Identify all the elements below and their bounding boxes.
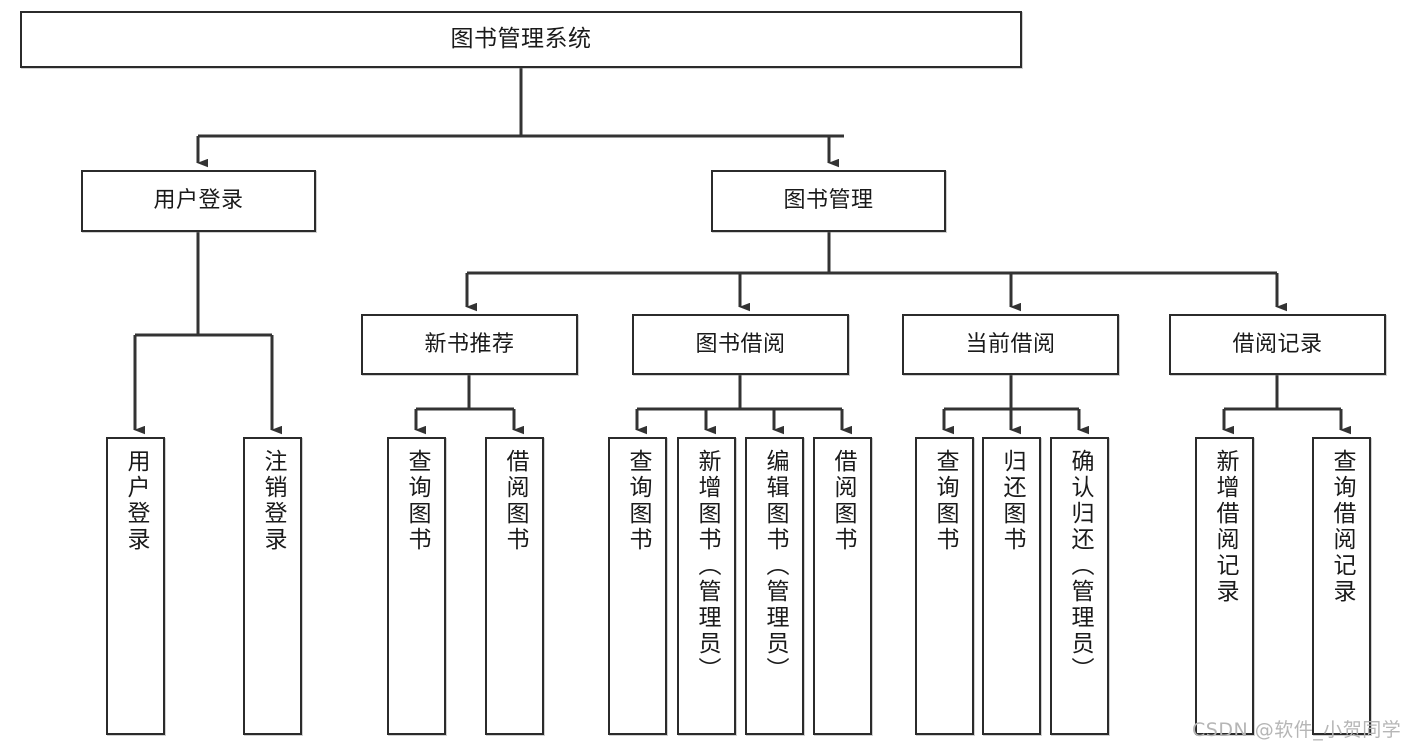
node-label: 用户登录	[153, 188, 244, 214]
csdn-watermark: CSDN @软件_小贺同学	[1192, 719, 1402, 741]
leaf-book-borrow-query-book[interactable]: 查询图书	[608, 437, 667, 735]
node-label: 借阅记录	[1232, 331, 1323, 357]
node-current-borrowing[interactable]: 当前借阅	[902, 314, 1119, 375]
node-new-book-recommendation[interactable]: 新书推荐	[361, 314, 578, 375]
node-label: 借阅图书	[502, 449, 528, 553]
leaf-borrow-record-query-record[interactable]: 查询借阅记录	[1312, 437, 1371, 735]
node-label: 图书管理	[783, 188, 874, 214]
leaf-user-login-logout[interactable]: 注销登录	[243, 437, 302, 735]
leaf-book-borrow-edit-book-admin[interactable]: 编辑图书（管理员）	[745, 437, 804, 735]
node-book-management[interactable]: 图书管理	[711, 170, 946, 232]
node-user-login[interactable]: 用户登录	[81, 170, 316, 232]
leaf-book-borrow-add-book-admin[interactable]: 新增图书（管理员）	[677, 437, 736, 735]
node-label: 新增借阅记录	[1212, 449, 1238, 605]
node-label: 借阅图书	[830, 449, 856, 553]
node-label: 查询图书	[404, 449, 430, 553]
leaf-new-book-borrow-book[interactable]: 借阅图书	[485, 437, 544, 735]
node-label: 图书借阅	[695, 331, 786, 357]
node-label: 新增图书（管理员）	[694, 449, 720, 683]
node-label: 确认归还（管理员）	[1067, 449, 1093, 683]
node-label: 新书推荐	[424, 331, 515, 357]
leaf-borrow-record-add-record[interactable]: 新增借阅记录	[1195, 437, 1254, 735]
node-root-book-management-system[interactable]: 图书管理系统	[20, 11, 1022, 68]
node-label: 查询图书	[625, 449, 651, 553]
node-label: 编辑图书（管理员）	[762, 449, 788, 683]
node-label: 注销登录	[260, 449, 286, 553]
node-label: 图书管理系统	[450, 25, 592, 52]
leaf-current-borrow-query-book[interactable]: 查询图书	[915, 437, 974, 735]
leaf-user-login-login[interactable]: 用户登录	[106, 437, 165, 735]
node-label: 归还图书	[999, 449, 1025, 553]
node-book-borrowing[interactable]: 图书借阅	[632, 314, 849, 375]
node-label: 查询图书	[932, 449, 958, 553]
leaf-current-borrow-confirm-return-admin[interactable]: 确认归还（管理员）	[1050, 437, 1109, 735]
node-borrowing-records[interactable]: 借阅记录	[1169, 314, 1386, 375]
node-label: 用户登录	[123, 449, 149, 553]
leaf-new-book-query-book[interactable]: 查询图书	[387, 437, 446, 735]
node-label: 查询借阅记录	[1329, 449, 1355, 605]
leaf-book-borrow-borrow-book[interactable]: 借阅图书	[813, 437, 872, 735]
leaf-current-borrow-return-book[interactable]: 归还图书	[982, 437, 1041, 735]
node-label: 当前借阅	[965, 331, 1056, 357]
